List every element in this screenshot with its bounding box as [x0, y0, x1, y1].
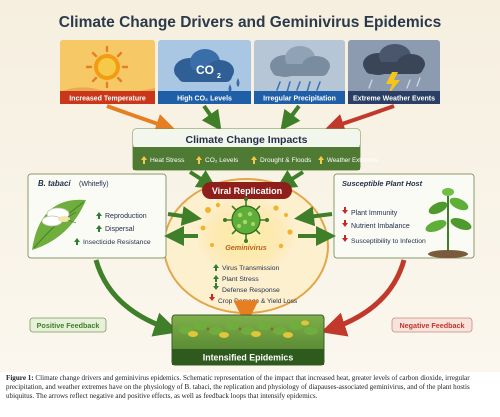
impact-label: Weather Extremes	[327, 157, 378, 164]
driver-label-text: Increased Temperature	[69, 96, 146, 103]
arrow-co2	[201, 104, 222, 131]
arrow-up-icon	[96, 212, 102, 219]
vector-title: B. tabaci	[38, 179, 71, 188]
driver-label-text: High CO₂ Levels	[177, 96, 232, 103]
host-item-label: Nutrient Imbalance	[351, 223, 410, 230]
vector-item-insecticide: Insecticide Resistance	[74, 238, 151, 246]
arrow-temperature	[106, 104, 176, 134]
arrow-precipitation	[280, 104, 301, 131]
arrow-up-icon	[318, 156, 324, 164]
plant-seedling-icon	[425, 188, 472, 258]
driver-label-co2: High CO₂ Levels	[158, 91, 251, 104]
vector-item-label: Insecticide Resistance	[83, 239, 151, 246]
storm-cloud-icon	[363, 44, 425, 95]
arrow-up-icon	[251, 156, 257, 164]
figure-caption: Figure 1: Climate change drivers and gem…	[6, 374, 494, 402]
host-item-susceptibility: Susceptibility to Infection	[342, 235, 426, 245]
effect-label: Plant Stress	[222, 276, 259, 283]
effect-item-defense-response: Defense Response	[213, 283, 280, 294]
driver-panel-co2: CO 2	[158, 40, 251, 103]
co2-cloud-icon: CO 2	[174, 49, 240, 93]
svg-text:CO: CO	[196, 63, 214, 77]
intensified-epidemics-title: Intensified Epidemics	[203, 353, 294, 363]
arrow-down-icon	[342, 235, 348, 242]
effect-label: Crop Damage & Yield Loss	[218, 298, 298, 305]
impact-label: Drought & Floods	[260, 157, 312, 164]
arrow-down-icon	[342, 207, 348, 214]
host-item-immunity: Plant Immunity	[342, 207, 398, 217]
positive-feedback-text: Positive Feedback	[37, 321, 100, 330]
arrow-down-icon	[213, 283, 219, 290]
caption-label: Figure 1:	[6, 374, 34, 382]
negative-feedback-arrow	[320, 259, 407, 337]
host-title: Susceptible Plant Host	[342, 179, 423, 188]
geminivirus-icon: Geminivirus	[200, 197, 293, 252]
driver-label-precipitation: Irregular Precipitation	[254, 91, 345, 104]
rain-cloud-icon	[270, 46, 330, 93]
effect-item-virus-transmission: Virus Transmission	[213, 264, 280, 272]
feedback-arrows	[93, 259, 407, 337]
viral-replication-title: Viral Replication	[212, 186, 282, 196]
vector-item-label: Reproduction	[105, 213, 147, 220]
driver-panel-precipitation	[254, 40, 345, 103]
arrow-up-icon	[74, 238, 80, 245]
negative-feedback-text: Negative Feedback	[399, 321, 464, 330]
vector-item-label: Dispersal	[105, 226, 135, 233]
arrow-up-icon	[213, 264, 219, 271]
host-panel: Susceptible Plant Host Plant Immunity Nu…	[333, 173, 475, 259]
driver-label-extreme-weather: Extreme Weather Events	[348, 91, 440, 104]
arrow-up-icon	[96, 225, 102, 232]
vector-subtitle: (Whitefly)	[79, 181, 109, 188]
positive-feedback-arrow	[93, 259, 180, 337]
climate-impacts-box: Climate Change Impacts Heat Stress CO₂ L…	[132, 128, 378, 171]
effect-item-plant-stress: Plant Stress	[213, 275, 259, 283]
impact-item-weather: Weather Extremes	[318, 156, 378, 164]
arrow-host-to-virus	[294, 206, 333, 227]
diagram: Climate Change Drivers and Geminivirus E…	[0, 0, 500, 372]
caption-text: Climate change drivers and geminivirus e…	[6, 374, 470, 401]
arrow-up-icon	[141, 156, 147, 164]
effect-label: Virus Transmission	[222, 265, 280, 272]
impact-item-drought: Drought & Floods	[251, 156, 312, 164]
impact-item-co2: CO₂ Levels	[196, 156, 239, 164]
driver-panel-extreme-weather	[348, 40, 440, 103]
impact-label: Heat Stress	[150, 157, 185, 164]
arrow-up-icon	[213, 275, 219, 282]
climate-impacts-title: Climate Change Impacts	[186, 134, 308, 146]
driver-label-text: Extreme Weather Events	[353, 96, 435, 103]
positive-feedback-label: Positive Feedback	[29, 317, 107, 333]
vector-panel: B. tabaci (Whitefly) Reproduction Disper…	[27, 173, 167, 259]
whitefly-leaf-icon	[32, 199, 86, 250]
infected-crop-icon	[179, 320, 318, 338]
page-title: Climate Change Drivers and Geminivirus E…	[59, 14, 441, 31]
driver-arrows	[106, 104, 395, 134]
host-item-label: Susceptibility to Infection	[351, 238, 426, 245]
geminivirus-label: Geminivirus	[225, 243, 267, 252]
sun-icon	[85, 45, 129, 89]
host-item-nutrient: Nutrient Imbalance	[342, 220, 410, 230]
arrow-extreme-weather	[324, 104, 395, 134]
arrow-vector-to-virus	[167, 206, 202, 226]
vector-item-dispersal: Dispersal	[96, 225, 135, 233]
arrow-down-icon	[342, 220, 348, 227]
arrow-up-icon	[196, 156, 202, 164]
impact-item-heat: Heat Stress	[141, 156, 185, 164]
vector-item-reproduction: Reproduction	[96, 212, 147, 220]
negative-feedback-label: Negative Feedback	[391, 317, 473, 333]
host-item-label: Plant Immunity	[351, 210, 398, 217]
effect-label: Defense Response	[222, 287, 280, 294]
intensified-epidemics-panel: Intensified Epidemics	[171, 314, 325, 366]
impact-label: CO₂ Levels	[205, 157, 239, 164]
driver-label-text: Irregular Precipitation	[263, 96, 336, 103]
driver-label-temperature: Increased Temperature	[60, 91, 155, 104]
arrow-down-icon	[209, 294, 215, 301]
svg-text:2: 2	[217, 73, 221, 80]
